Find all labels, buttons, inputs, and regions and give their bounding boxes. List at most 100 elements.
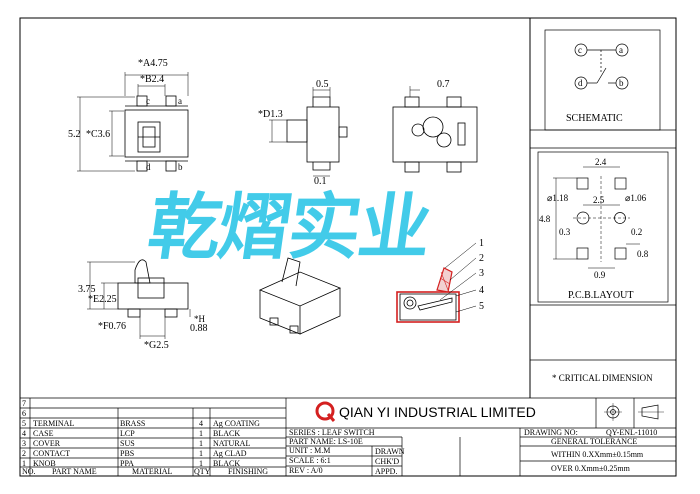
side-dim-d: *D1.3	[258, 109, 283, 120]
pin-b-label: b	[178, 162, 183, 172]
front-dim-h: 3.75	[78, 284, 96, 295]
bom-cell-no: 3	[22, 439, 26, 448]
pcb-dim-4-8: 4.8	[539, 214, 551, 224]
pcb-dim-2-4: 2.4	[595, 157, 607, 167]
dim-a-label: *A4.75	[138, 58, 168, 69]
schematic-pin-c: c	[578, 45, 582, 55]
bom-cell-qty: 4	[199, 419, 203, 428]
back-view-body	[392, 106, 478, 163]
series: SERIES : LEAF SWITCH	[289, 428, 375, 437]
bom-cell-qty: 1	[199, 449, 203, 458]
side-view-body	[306, 106, 340, 163]
bom-cell-part: CASE	[33, 429, 54, 438]
schematic-title: SCHEMATIC	[566, 113, 623, 124]
tolerance-over: OVER 0.Xmm±0.25mm	[551, 464, 631, 473]
front-dim-f: *F0.76	[98, 321, 126, 332]
pin-c-label: c	[146, 96, 150, 106]
company-logo	[315, 401, 336, 422]
bom-cell-finish: NATURAL	[213, 439, 250, 448]
pcb-dim-0-2: 0.2	[631, 227, 642, 237]
schematic-diagram	[544, 29, 661, 131]
iso-knob	[281, 257, 301, 287]
bom-cell-no: 7	[22, 399, 26, 408]
isometric-view	[258, 257, 342, 335]
bom-cell-material: PBS	[120, 449, 134, 458]
pcb-dim-0-8: 0.8	[637, 249, 649, 259]
company-name: QIAN YI INDUSTRIAL LIMITED	[339, 404, 536, 420]
callout-2: 2	[479, 253, 484, 264]
back-dim-top: 0.7	[437, 79, 450, 90]
bom-cell-finish: BLACK	[213, 429, 240, 438]
front-view-body	[117, 282, 189, 310]
bom-cell-material: PPA	[120, 459, 134, 468]
side-dim-top: 0.5	[316, 79, 329, 90]
pcb-dim-2-5: 2.5	[593, 195, 605, 205]
iso-top-face	[258, 271, 342, 307]
projection-symbol	[604, 403, 664, 421]
dim-outer-height: 5.2	[68, 129, 81, 140]
callout-3: 3	[479, 268, 484, 279]
sheet-border	[19, 17, 677, 477]
callout-1: 1	[479, 238, 484, 249]
pin-d-label: d	[146, 162, 151, 172]
bom-cell-qty: 1	[199, 459, 203, 468]
drawn-label: DRAWN	[375, 447, 405, 456]
side-view	[269, 87, 348, 177]
side-dim-bottom: 0.1	[314, 176, 327, 187]
bom-cell-material: BRASS	[120, 419, 145, 428]
revision: REV : A/0	[289, 466, 323, 475]
bom-cell-part: COVER	[33, 439, 61, 448]
pcb-dim-dia-1-06: ⌀1.06	[625, 193, 647, 203]
schematic-pin-a: a	[619, 45, 623, 55]
section-view	[396, 242, 477, 323]
front-dim-e: *E2.25	[88, 294, 117, 305]
front-dim-h2: *H	[194, 314, 206, 324]
bom-cell-finish: BLACK	[213, 459, 240, 468]
bom-header-no: NO.	[22, 467, 36, 476]
drawing-no: QY-ENL-11010	[606, 428, 657, 437]
top-view-body	[124, 109, 189, 158]
back-view	[392, 86, 478, 173]
tolerance-within: WITHIN 0.XXmm±0.15mm	[551, 450, 644, 459]
schematic-pin-b: b	[619, 78, 624, 88]
callout-4: 4	[479, 285, 484, 296]
bom-cell-no: 2	[22, 449, 26, 458]
side-view-knob	[286, 119, 308, 143]
watermark: 乾熠实业	[143, 185, 436, 269]
pin-a-label: a	[178, 96, 182, 106]
bom-header-part: PART NAME	[52, 467, 97, 476]
front-dim-h2-value: 0.88	[190, 323, 208, 334]
pcb-layout-diagram	[537, 151, 669, 303]
bom-header-material: MATERIAL	[132, 467, 173, 476]
bom-cell-finish: Ag CLAD	[213, 449, 247, 458]
checked-label: CHK'D	[375, 457, 399, 466]
bom-cell-material: LCP	[120, 429, 135, 438]
section-knob	[436, 267, 453, 293]
drawing-no-label: DRAWING NO:	[524, 428, 578, 437]
pcb-dim-0-3: 0.3	[559, 227, 571, 237]
pcb-dim-0-9: 0.9	[594, 270, 606, 280]
dim-b-label: *B2.4	[140, 74, 164, 85]
bom-header-finishing: FINISHING	[228, 467, 268, 476]
title-block	[20, 397, 676, 476]
pcb-title: P.C.B.LAYOUT	[568, 290, 633, 301]
bom-header-qty: QTY	[194, 467, 211, 476]
bom-cell-no: 1	[22, 459, 26, 468]
bom-cell-no: 5	[22, 419, 26, 428]
dim-c-label: *C3.6	[86, 129, 110, 140]
bom-cell-qty: 1	[199, 439, 203, 448]
bom-cell-material: SUS	[120, 439, 135, 448]
critical-dimension-note: * CRITICAL DIMENSION	[552, 373, 653, 383]
schematic-pin-d: d	[578, 78, 583, 88]
top-view	[77, 72, 189, 172]
part-name: PART NAME: LS-10E	[289, 437, 363, 446]
section-case-outline	[396, 291, 460, 323]
bom-cell-part: CONTACT	[33, 449, 70, 458]
pcb-dim-dia-1-18: ⌀1.18	[547, 193, 569, 203]
callout-5: 5	[479, 301, 484, 312]
bom-cell-qty: 1	[199, 429, 203, 438]
unit: UNIT : M.M	[289, 446, 330, 455]
bom-cell-part: KNOB	[33, 459, 56, 468]
